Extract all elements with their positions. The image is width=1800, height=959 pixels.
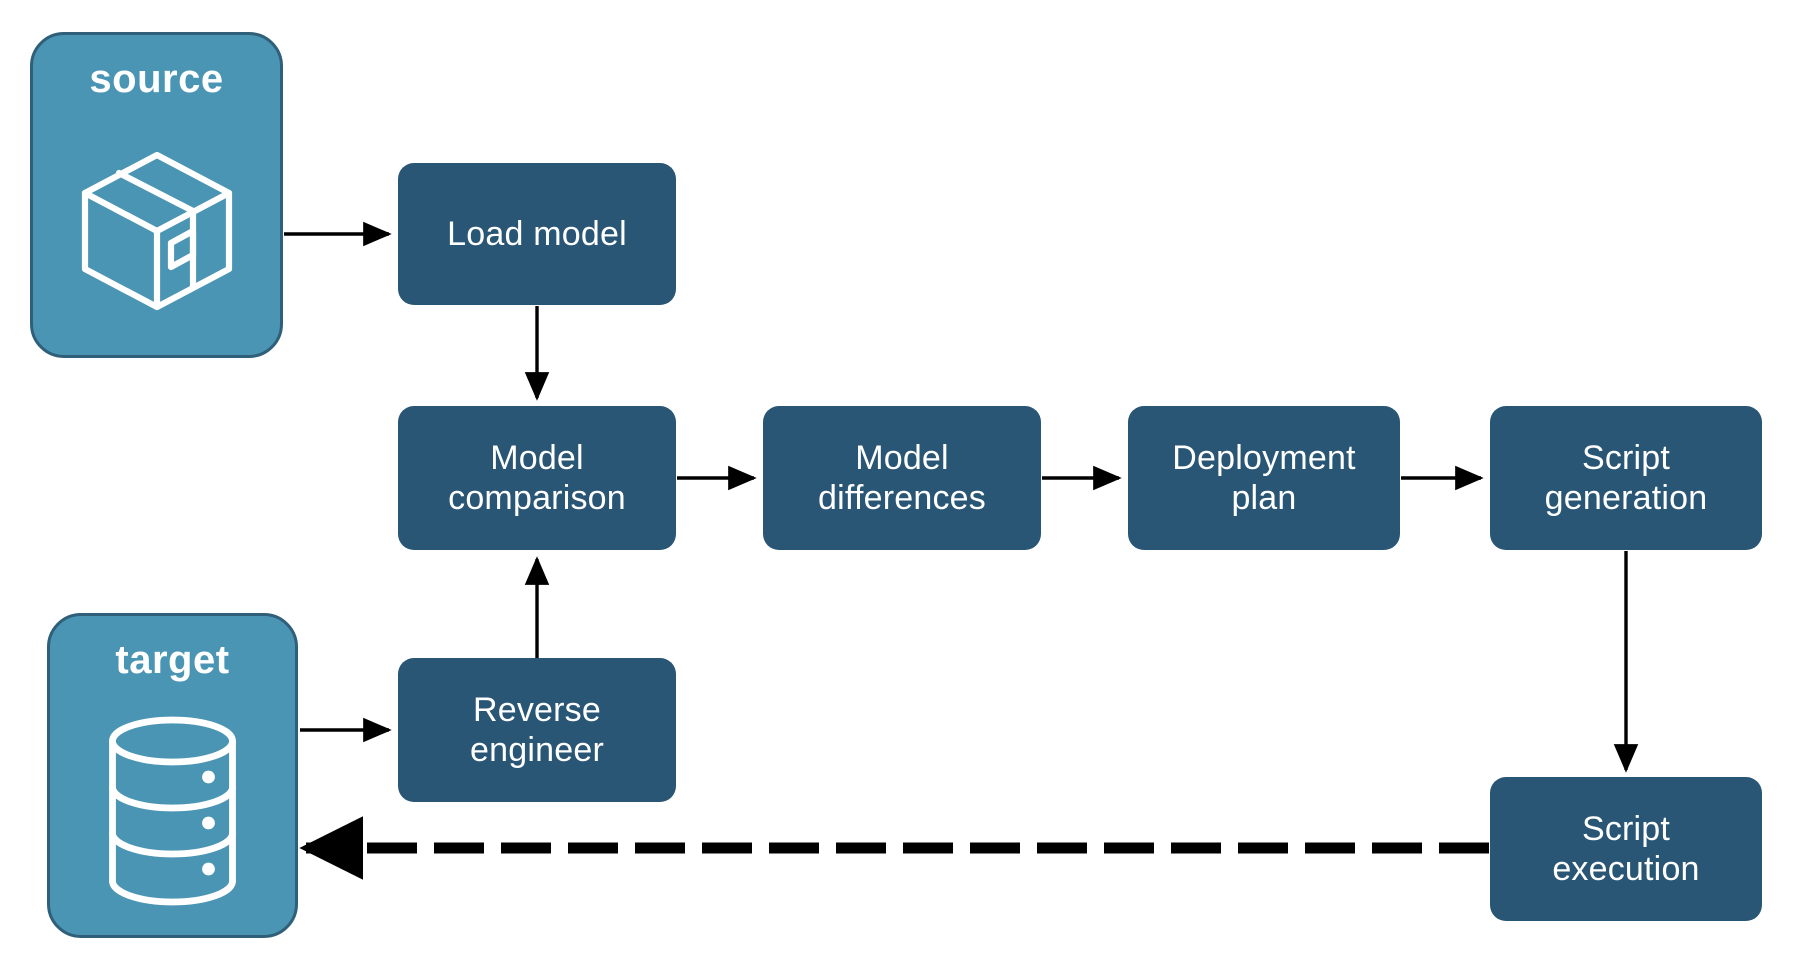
node-deployment-plan-label: Deployment plan	[1172, 438, 1356, 517]
node-reverse-engineer-label: Reverse engineer	[470, 690, 604, 769]
node-model-differences[interactable]: Model differences	[763, 406, 1041, 550]
package-box-icon	[33, 106, 280, 355]
node-deployment-plan[interactable]: Deployment plan	[1128, 406, 1400, 550]
node-model-differences-label: Model differences	[818, 438, 986, 517]
node-model-comparison[interactable]: Model comparison	[398, 406, 676, 550]
node-reverse-engineer[interactable]: Reverse engineer	[398, 658, 676, 802]
node-source-label: source	[89, 57, 224, 101]
node-load-model-label: Load model	[447, 214, 627, 253]
node-script-generation-label: Script generation	[1544, 438, 1708, 517]
database-cylinder-icon	[50, 687, 295, 935]
node-source[interactable]: source	[30, 32, 283, 358]
node-script-execution[interactable]: Script execution	[1490, 777, 1762, 921]
node-target-label: target	[115, 638, 230, 682]
node-script-execution-label: Script execution	[1552, 809, 1700, 888]
node-script-generation[interactable]: Script generation	[1490, 406, 1762, 550]
node-target[interactable]: target	[47, 613, 298, 938]
node-model-comparison-label: Model comparison	[448, 438, 626, 517]
node-load-model[interactable]: Load model	[398, 163, 676, 305]
